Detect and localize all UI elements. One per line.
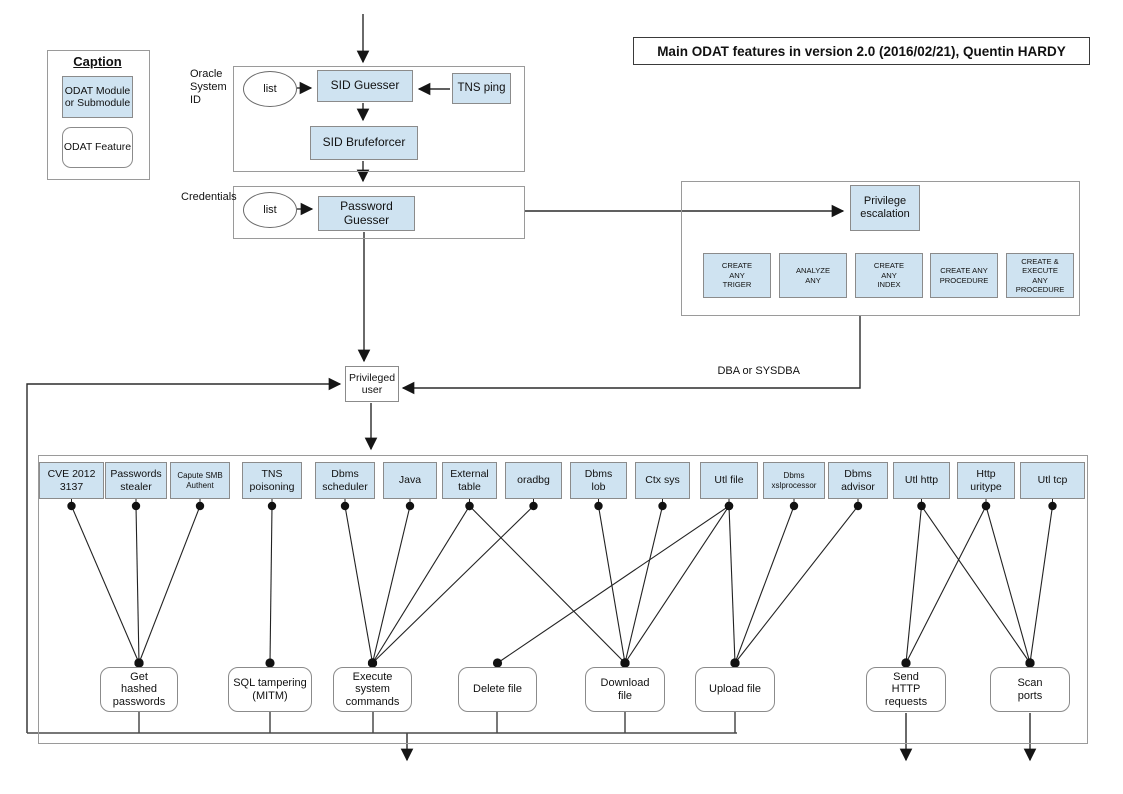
connection-line xyxy=(497,505,730,664)
connection-line xyxy=(344,505,374,664)
connection-line xyxy=(469,505,626,664)
module-ctx-sys: Ctx sys xyxy=(635,462,690,499)
module-dbms-lob: Dbms lob xyxy=(570,462,627,499)
module-utl-http: Utl http xyxy=(893,462,950,499)
connection-line xyxy=(905,505,987,664)
connection-dot xyxy=(267,501,277,511)
connection-dot xyxy=(620,658,630,668)
privileged-user-box: Privileged user xyxy=(345,366,399,402)
credentials-group xyxy=(233,186,525,239)
connection-dot xyxy=(405,501,415,511)
module-cve-2012-3137: CVE 2012 3137 xyxy=(39,462,104,499)
connection-dot xyxy=(265,658,275,668)
connection-dot xyxy=(67,501,76,511)
connection-line xyxy=(905,505,923,664)
diagram-title: Main ODAT features in version 2.0 (2016/… xyxy=(633,37,1090,65)
connection-dot xyxy=(340,501,350,511)
module-utl-tcp: Utl tcp xyxy=(1020,462,1085,499)
flow-arrows xyxy=(26,14,1037,762)
connection-line xyxy=(728,505,736,664)
privilege-analyze-any: ANALYZE ANY xyxy=(779,253,847,298)
feature-bus xyxy=(27,712,737,734)
module-dbms-scheduler: Dbms scheduler xyxy=(315,462,375,499)
module-passwords-stealer: Passwords stealer xyxy=(105,462,167,499)
dba-or-sysdba-label: DBA or SYSDBA xyxy=(717,365,800,377)
connection-dot xyxy=(917,501,926,511)
connection-line xyxy=(734,505,859,664)
connection-dot xyxy=(1025,658,1035,668)
connection-line xyxy=(1029,505,1054,664)
connection-line xyxy=(734,505,795,664)
connection-dot xyxy=(367,658,378,668)
feature-sql-tampering-mitm: SQL tampering (MITM) xyxy=(228,667,312,712)
modules-features-group xyxy=(38,455,1088,744)
module-dbms-xslprocessor: Dbms xslprocessor xyxy=(763,462,825,499)
caption-heading: Caption xyxy=(73,54,122,69)
connection-dot xyxy=(131,501,141,511)
connection-line xyxy=(624,505,664,664)
feature-delete-file: Delete file xyxy=(458,667,537,712)
connection-dot xyxy=(492,658,503,668)
caption-group xyxy=(47,50,150,180)
privilege-escalation-box: Privilege escalation xyxy=(850,185,920,231)
module-oradbg: oradbg xyxy=(505,462,562,499)
connection-dot xyxy=(529,501,538,511)
feature-get-hashed-passwords: Get hashed passwords xyxy=(100,667,178,712)
credentials-list-ellipse: list xyxy=(243,192,297,228)
legend-module-box: ODAT Module or Submodule xyxy=(62,76,133,118)
connection-line xyxy=(135,505,140,664)
connection-dot xyxy=(981,501,991,511)
connection-dot xyxy=(134,658,144,668)
sid-list-ellipse: list xyxy=(243,71,297,107)
connection-dot xyxy=(1048,501,1057,511)
privilege-create-any-index: CREATE ANY INDEX xyxy=(855,253,923,298)
connection-line xyxy=(138,505,201,664)
privilege-create-any-triger: CREATE ANY TRIGER xyxy=(703,253,771,298)
connection-dot xyxy=(195,501,205,511)
privilege-create-execute-any-procedure: CREATE & EXECUTE ANY PROCEDURE xyxy=(1006,253,1074,298)
privilege-create-any-procedure: CREATE ANY PROCEDURE xyxy=(930,253,998,298)
connection-dot xyxy=(724,501,734,511)
connection-line xyxy=(371,505,411,664)
module-http-uritype: Http uritype xyxy=(957,462,1015,499)
module-utl-file: Utl file xyxy=(700,462,758,499)
connection-dot xyxy=(465,501,474,511)
connection-line xyxy=(269,505,273,664)
connection-line xyxy=(624,505,730,664)
feature-scan-ports: Scan ports xyxy=(990,667,1070,712)
connection-line xyxy=(921,505,1031,664)
connection-line xyxy=(70,505,140,664)
password-guesser-box: Password Guesser xyxy=(318,196,415,231)
credentials-label: Credentials xyxy=(181,191,237,203)
module-external-table: External table xyxy=(442,462,497,499)
feature-download-file: Download file xyxy=(585,667,665,712)
oracle-system-id-label: Oracle System ID xyxy=(190,68,227,107)
connection-dot xyxy=(658,501,667,511)
connection-dot xyxy=(901,658,911,668)
privilege-escalation-group xyxy=(681,181,1080,316)
arrow-loop-to-privileged-user xyxy=(26,377,342,733)
legend-feature-box: ODAT Feature xyxy=(62,127,133,168)
connection-dot xyxy=(853,501,863,511)
feature-execute-system-commands: Execute system commands xyxy=(333,667,412,712)
module-tns-poisoning: TNS poisoning xyxy=(242,462,302,499)
module-java: Java xyxy=(383,462,437,499)
module-capute-smb-authent: Capute SMB Authent xyxy=(170,462,230,499)
connection-line xyxy=(985,505,1031,664)
connection-line xyxy=(372,505,534,664)
sid-bruteforcer-box: SID Brufeforcer xyxy=(310,126,418,160)
sid-group xyxy=(233,66,525,172)
arrow-dba-to-privileged-user xyxy=(401,315,861,395)
feature-upload-file: Upload file xyxy=(695,667,775,712)
module-dbms-advisor: Dbms advisor xyxy=(828,462,888,499)
feature-send-http-requests: Send HTTP requests xyxy=(866,667,946,712)
tns-ping-box: TNS ping xyxy=(452,73,511,104)
connection-dot xyxy=(789,501,799,511)
connection-dot xyxy=(730,658,740,668)
connection-dot xyxy=(594,501,603,511)
sid-guesser-box: SID Guesser xyxy=(317,70,413,102)
connection-line xyxy=(372,505,470,664)
connection-line xyxy=(597,505,626,664)
